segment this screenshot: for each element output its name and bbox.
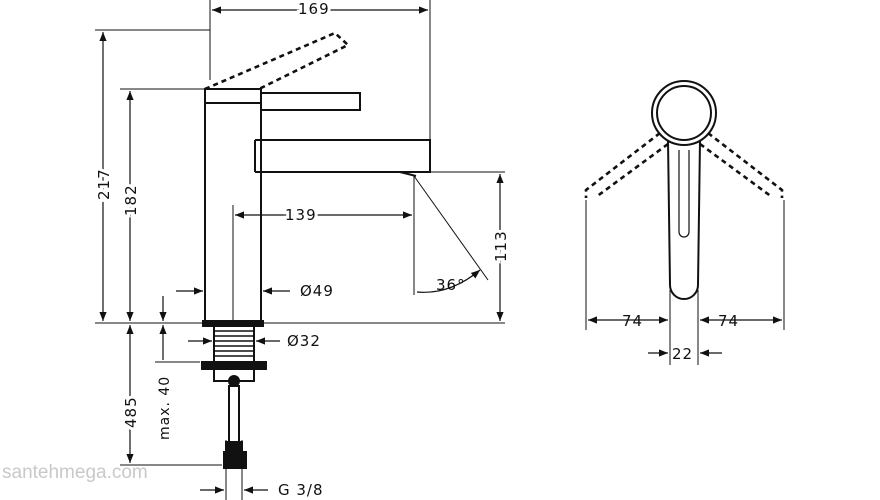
side-lever bbox=[667, 139, 701, 300]
faucet-cap bbox=[204, 88, 262, 104]
dim-angle: 36° bbox=[436, 276, 466, 294]
hose-connector bbox=[223, 451, 247, 469]
faucet-side-view bbox=[584, 80, 784, 300]
dim-below-deck: 485 bbox=[122, 396, 140, 428]
dim-height-lever: 182 bbox=[122, 184, 140, 216]
dim-lever-width: 22 bbox=[672, 345, 693, 363]
threaded-shank bbox=[201, 325, 267, 469]
mounting-nut bbox=[201, 361, 267, 370]
swing-left-dashed bbox=[584, 131, 669, 199]
side-body-circle-inner bbox=[656, 85, 712, 141]
dim-max-thickness: max. 40 bbox=[157, 376, 173, 440]
spout bbox=[255, 139, 431, 173]
dim-height-total: 217 bbox=[95, 168, 113, 200]
dim-body-diameter: Ø49 bbox=[300, 282, 334, 300]
dim-spout-height: 113 bbox=[492, 230, 510, 262]
dim-connection: G 3/8 bbox=[278, 481, 324, 499]
watermark: santehmega.com bbox=[2, 462, 148, 483]
side-body-circle-outer bbox=[651, 80, 717, 146]
dim-width-top: 169 bbox=[298, 0, 330, 18]
swing-right-dashed bbox=[699, 131, 784, 199]
dim-thread-diameter: Ø32 bbox=[287, 332, 321, 350]
dim-spout-reach: 139 bbox=[285, 206, 317, 224]
lever-handle bbox=[261, 92, 361, 111]
lever-raised-dashed bbox=[204, 31, 351, 92]
dim-side-left: 74 bbox=[622, 312, 643, 330]
supply-hose bbox=[228, 385, 240, 443]
dim-side-right: 74 bbox=[718, 312, 739, 330]
